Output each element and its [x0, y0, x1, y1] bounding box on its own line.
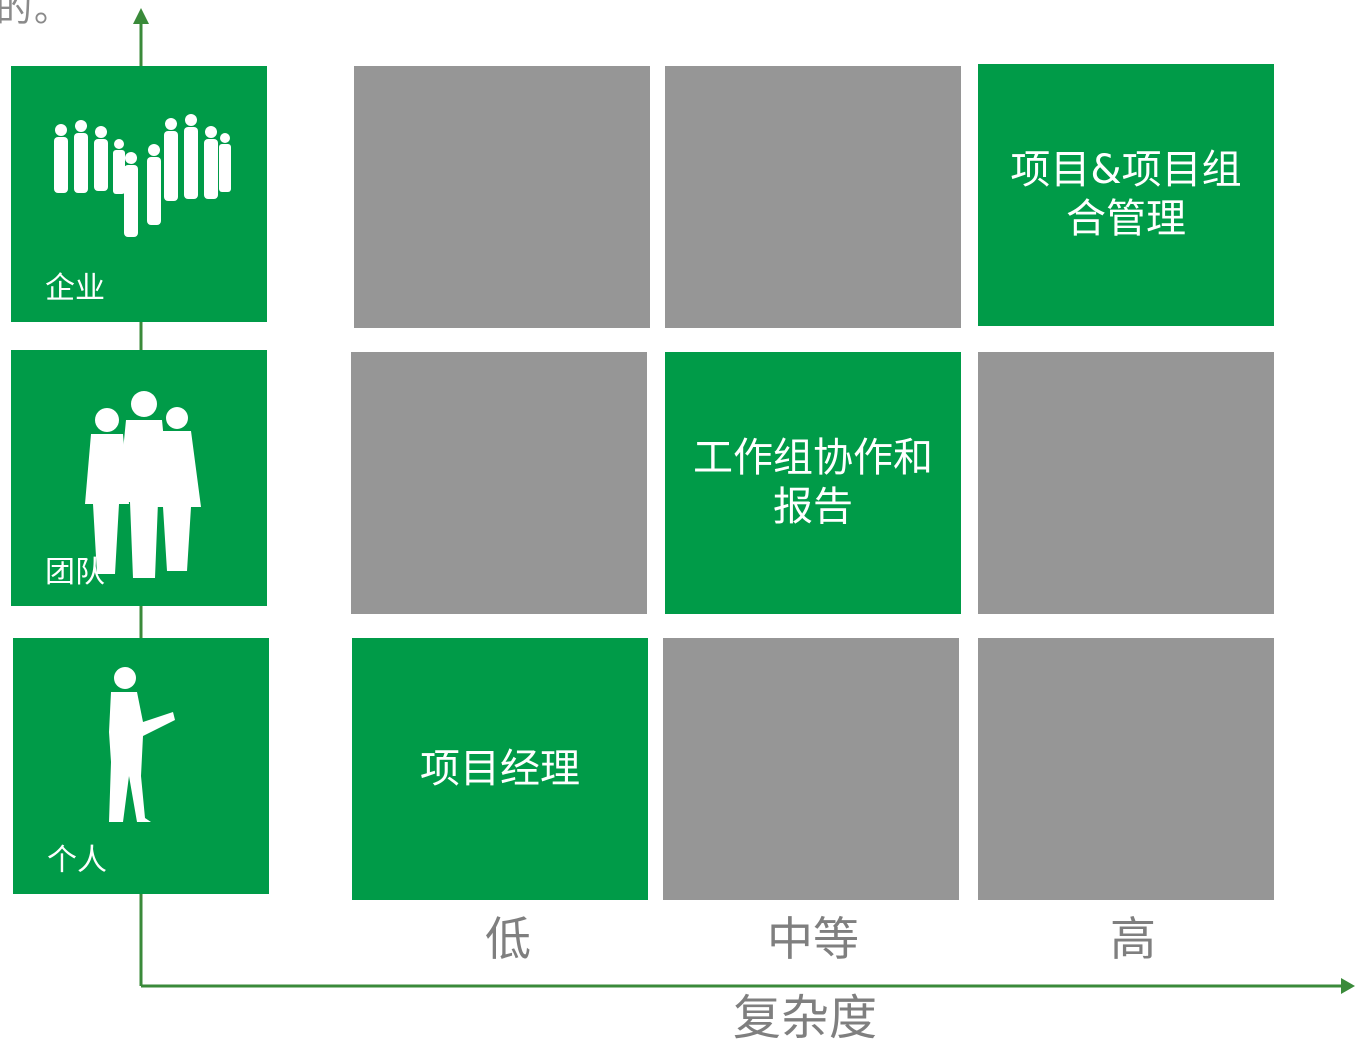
column-label-low: 低: [485, 912, 531, 966]
x-axis-title: 复杂度: [732, 990, 877, 1046]
person-silhouette-icon: [109, 667, 175, 822]
cell-individual-low: 项目经理: [352, 638, 648, 900]
level-card-enterprise: 企业: [11, 66, 267, 322]
cut-off-text: 的。: [0, 0, 73, 30]
crowd-silhouette-icon: [54, 114, 231, 237]
level-label-enterprise: 企业: [45, 271, 105, 306]
column-label-high: 高: [1110, 912, 1156, 966]
level-label-team: 团队: [45, 555, 105, 590]
column-label-medium: 中等: [767, 912, 859, 966]
cell-enterprise-high: 项目&项目组合管理: [978, 64, 1274, 326]
cell-enterprise-low: [354, 66, 650, 328]
cell-team-low: [351, 352, 647, 614]
cell-team-high: [978, 352, 1274, 614]
cell-team-medium: 工作组协作和报告: [665, 352, 961, 614]
level-card-team: 团队: [11, 350, 267, 606]
y-axis-arrowhead: [133, 8, 149, 24]
x-axis-arrowhead: [1341, 978, 1355, 994]
level-label-individual: 个人: [47, 843, 107, 878]
cell-individual-medium: [663, 638, 959, 900]
level-card-individual: 个人: [13, 638, 269, 894]
cell-individual-high: [978, 638, 1274, 900]
cell-enterprise-medium: [665, 66, 961, 328]
group-silhouette-icon: [85, 391, 201, 578]
